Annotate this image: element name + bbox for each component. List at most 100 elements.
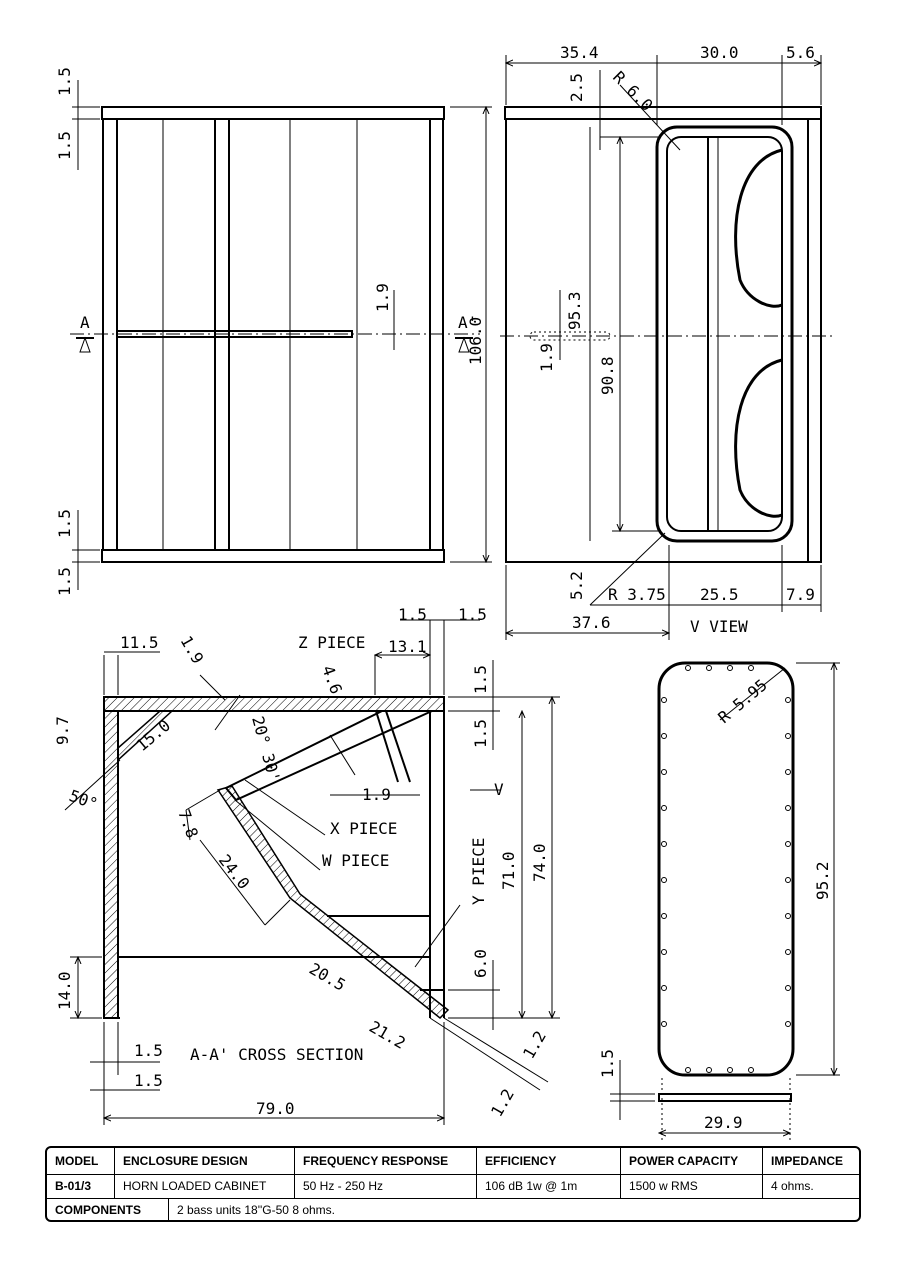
screw-hole bbox=[748, 665, 754, 671]
cross-section-view: 11.5 1.9 Z PIECE 4.6 1.5 1.5 13.1 1.5 1.… bbox=[53, 605, 560, 1125]
front-view: A A' 1.5 1.5 1.5 1.5 106.0 1.9 bbox=[55, 67, 492, 596]
dim-width-a: 35.4 bbox=[560, 43, 599, 62]
screw-hole bbox=[785, 985, 791, 991]
screw-hole bbox=[727, 1067, 733, 1073]
value-impedance: 4 ohms. bbox=[771, 1179, 814, 1193]
dim-port-height: 95.3 bbox=[565, 291, 584, 330]
dim-top-a: 11.5 bbox=[120, 633, 159, 652]
screw-hole bbox=[748, 1067, 754, 1073]
spec-header-row: MODEL ENCLOSURE DESIGN FREQUENCY RESPONS… bbox=[47, 1148, 859, 1175]
dim-mouth-t2: 1.2 bbox=[487, 1085, 518, 1120]
dim-top-gap: 1.5 bbox=[55, 131, 74, 160]
dim-panel-radius: R 5.95 bbox=[714, 675, 770, 727]
panel-screws bbox=[661, 665, 791, 1073]
header-model: MODEL bbox=[47, 1148, 115, 1174]
dim-right-a: 1.5 bbox=[398, 605, 427, 624]
screw-hole bbox=[785, 877, 791, 883]
dim-y-gap: 6.0 bbox=[471, 949, 490, 978]
screw-hole bbox=[785, 841, 791, 847]
dim-mouth-t1: 1.2 bbox=[519, 1027, 550, 1062]
spec-value-row: B-01/3 HORN LOADED CABINET 50 Hz - 250 H… bbox=[47, 1174, 859, 1199]
screw-hole bbox=[661, 697, 667, 703]
screw-hole bbox=[785, 805, 791, 811]
section-mark-a: A bbox=[80, 313, 90, 332]
dim-bottom-panel: 1.5 bbox=[55, 567, 74, 596]
dim-panel-thickness: 1.5 bbox=[598, 1049, 617, 1078]
dim-side: 7.9 bbox=[786, 585, 815, 604]
port-panel-outline bbox=[657, 661, 795, 1077]
port-panel-view: R 5.95 95.2 1.5 29.9 bbox=[598, 661, 840, 1140]
screw-hole bbox=[785, 913, 791, 919]
value-power: 1500 w RMS bbox=[621, 1174, 763, 1198]
value-efficiency: 106 dB 1w @ 1m bbox=[477, 1174, 621, 1198]
dim-panel-height: 95.2 bbox=[813, 861, 832, 900]
screw-hole bbox=[785, 733, 791, 739]
mark-v: V bbox=[494, 780, 504, 799]
dim-z-depth: 4.6 bbox=[318, 663, 346, 697]
dim-radius-bottom: R 3.75 bbox=[608, 585, 666, 604]
dim-bottom-b: 1.5 bbox=[134, 1071, 163, 1090]
header-design: ENCLOSURE DESIGN bbox=[115, 1148, 295, 1174]
dim-lower-len: 20.5 bbox=[306, 959, 349, 995]
port-outer bbox=[655, 125, 794, 543]
screw-hole bbox=[661, 949, 667, 955]
dim-width-c: 5.6 bbox=[786, 43, 815, 62]
dim-w-len: 24.0 bbox=[215, 851, 254, 893]
screw-hole bbox=[706, 665, 712, 671]
dim-port-width: 25.5 bbox=[700, 585, 739, 604]
screw-hole bbox=[706, 1067, 712, 1073]
dim-top-b: 1.9 bbox=[177, 633, 208, 668]
dim-bottom-gap: 1.5 bbox=[55, 509, 74, 538]
spec-components-row: COMPONENTS 2 bass units 18''G-50 8 ohms. bbox=[47, 1198, 859, 1220]
label-w-piece: W PIECE bbox=[322, 851, 389, 870]
screw-hole bbox=[661, 877, 667, 883]
dim-bottom-offset: 5.2 bbox=[567, 571, 586, 600]
screw-hole bbox=[661, 805, 667, 811]
dim-panel-width: 29.9 bbox=[704, 1113, 743, 1132]
screw-hole bbox=[785, 949, 791, 955]
dim-mouth-len: 21.2 bbox=[366, 1017, 409, 1053]
components-value: 2 bass units 18''G-50 8 ohms. bbox=[177, 1203, 335, 1217]
screw-hole bbox=[661, 769, 667, 775]
label-z-piece: Z PIECE bbox=[298, 633, 365, 652]
panel-edge bbox=[658, 1093, 792, 1102]
label-y-piece: Y PIECE bbox=[469, 838, 488, 905]
dim-width-b: 30.0 bbox=[700, 43, 739, 62]
screw-hole bbox=[785, 697, 791, 703]
screw-hole bbox=[661, 985, 667, 991]
value-frequency: 50 Hz - 250 Hz bbox=[295, 1174, 477, 1198]
dim-right-c: 13.1 bbox=[388, 637, 427, 656]
dim-height: 106.0 bbox=[466, 317, 485, 365]
dim-top-offset: 2.5 bbox=[567, 73, 586, 102]
spec-table: MODEL ENCLOSURE DESIGN FREQUENCY RESPONS… bbox=[45, 1146, 861, 1222]
screw-hole bbox=[727, 665, 733, 671]
dim-base: 14.0 bbox=[55, 971, 74, 1010]
dim-w-thick: 7.8 bbox=[174, 807, 202, 841]
dim-top-panel-cs: 1.5 bbox=[471, 665, 490, 694]
dim-brace-side: 1.9 bbox=[537, 343, 556, 372]
dim-bottom-a: 1.5 bbox=[134, 1041, 163, 1060]
screw-hole bbox=[685, 1067, 691, 1073]
label-x-piece: X PIECE bbox=[330, 819, 397, 838]
header-frequency: FREQUENCY RESPONSE bbox=[295, 1148, 477, 1174]
screw-hole bbox=[661, 1021, 667, 1027]
header-efficiency: EFFICIENCY bbox=[477, 1148, 621, 1174]
dim-y-height: 71.0 bbox=[499, 851, 518, 890]
screw-hole bbox=[661, 733, 667, 739]
value-design: HORN LOADED CABINET bbox=[115, 1174, 295, 1198]
dim-width: 79.0 bbox=[256, 1099, 295, 1118]
side-outline bbox=[505, 118, 822, 563]
screw-hole bbox=[661, 913, 667, 919]
components-label: COMPONENTS bbox=[47, 1198, 169, 1220]
dim-top-panel: 1.5 bbox=[55, 67, 74, 96]
value-model: B-01/3 bbox=[47, 1174, 115, 1198]
dim-overall: 37.6 bbox=[572, 613, 611, 632]
dim-left-offset: 9.7 bbox=[53, 716, 72, 745]
dim-total-height: 74.0 bbox=[530, 843, 549, 882]
top-panel bbox=[101, 106, 445, 120]
section-title: A-A' CROSS SECTION bbox=[190, 1045, 363, 1064]
dim-x-gap: 1.9 bbox=[362, 785, 391, 804]
screw-hole bbox=[661, 841, 667, 847]
screw-hole bbox=[785, 1021, 791, 1027]
